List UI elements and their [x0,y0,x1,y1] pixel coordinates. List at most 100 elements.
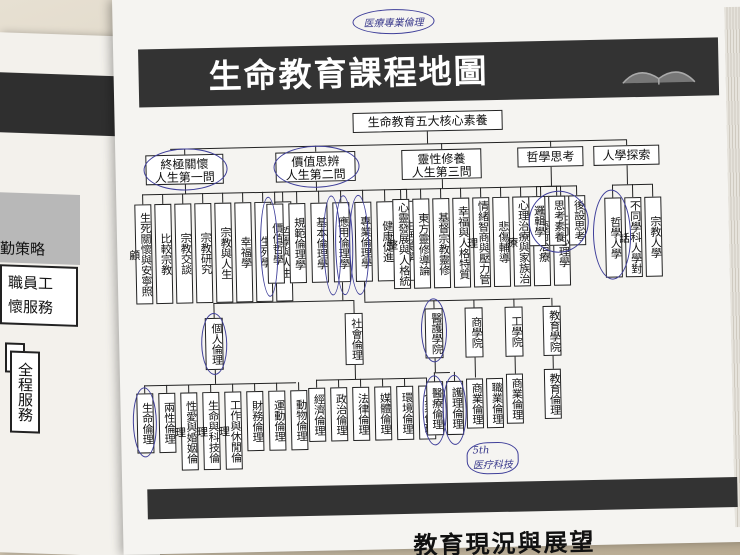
connector-line [513,298,515,307]
connector-line [384,189,386,202]
course-p3-5: 情緒智商與壓力管理 [466,197,492,288]
course-p2-2: 規範倫理學 [288,202,307,284]
handwritten-circle-10 [132,387,158,458]
pillar-node-4: 哲學思考 [517,146,584,168]
connector-line [440,188,442,199]
connector-line [188,384,190,393]
connector-line [262,191,264,202]
connector-line [296,191,298,204]
connector-line [441,179,444,189]
connector-line [315,379,318,388]
school-ethics-course-6: 教育倫理 [543,368,562,420]
connector-line [426,131,429,144]
course-p1-5: 宗教與人生 [214,202,234,303]
personal-ethics-course-5: 工作與休閒倫理 [217,391,243,470]
next-section-title: 教育現況與展望 [413,527,596,555]
course-p1-1: 生死關懷與安寧照顧 [128,204,154,305]
connector-line [400,188,402,200]
course-p1-6: 幸福學 [234,202,254,303]
pillar-node-3: 靈性修養 人生第三問 [401,148,482,180]
social-ethics-course-3: 法律倫理 [352,386,371,442]
school-node-4: 教育學院 [542,305,562,357]
social-ethics-course-2: 政治倫理 [330,387,349,442]
connector-line [474,357,477,378]
course-p3-1: 心靈發展與人格統整 [386,198,412,290]
connector-line [550,166,553,186]
handwritten-circle-1 [143,147,228,192]
connector-line [631,184,634,198]
connector-line [282,191,284,202]
left-service-box: 職員工 懷服務 [0,264,78,327]
document-page: 生命教育課程地圖 生命教育五大核心素養終極關懷 人生第一問價值思辨 人生第二問靈… [112,0,740,555]
social-ethics-course-5: 環境倫理 [396,385,415,441]
connector-line [202,193,204,204]
connector-line [381,378,384,387]
connector-line [354,364,357,379]
left-vertical-box: 全程服務 [10,350,40,434]
connector-line [359,378,362,387]
connector-line [420,188,422,199]
connector-line [433,372,450,374]
connector-line [222,192,224,203]
course-p3-3: 基督宗教靈修 [432,197,452,289]
personal-ethics-course-6: 財務倫理 [246,390,265,452]
connector-line [142,194,144,205]
connector-line [274,191,276,204]
connector-line [364,297,551,304]
connector-line [539,186,542,197]
left-title-bar [0,72,120,137]
connector-line [403,377,406,386]
connector-line [499,186,502,197]
course-p1-4: 宗教研究 [194,202,214,304]
connector-line [480,187,482,198]
connector-line [276,382,278,391]
connector-line [232,383,234,392]
handwritten-circle-13 [441,374,468,446]
connector-line [551,297,553,306]
connector-line [473,299,475,308]
connector-line [519,186,522,197]
connector-line [626,165,629,185]
connector-line [166,384,168,393]
connector-line [210,384,212,393]
school-node-2: 商學院 [464,307,484,358]
social-ethics-node: 社會倫理 [344,312,364,366]
personal-ethics-course-2: 兩性倫理 [158,392,177,454]
connector-line [298,382,300,391]
handwritten-circle-11 [420,298,448,363]
social-ethics-course-4: 媒體倫理 [374,386,393,441]
left-strategy-text: 勤策略 [0,239,46,259]
course-p3-2: 東方靈修導論 [412,198,432,289]
connector-line [242,192,244,203]
connector-line [162,193,164,204]
school-node-3: 工學院 [504,306,524,357]
open-book-icon [622,71,696,85]
title-bar: 生命教育課程地圖 [138,37,720,108]
connector-line [318,190,320,203]
connector-line [182,193,184,204]
connector-line [315,377,427,382]
personal-ethics-course-8: 動物倫理 [290,389,309,451]
course-p5-3: 宗教人學 [644,196,663,277]
connector-line [460,187,462,198]
pillar-node-5: 人學探索 [593,144,660,166]
handwritten-circle-9 [200,312,228,376]
connector-line [514,356,517,374]
left-service-text: 職員工 懷服務 [8,273,54,318]
connector-line [254,383,256,392]
connector-line [651,183,654,197]
connector-line [353,299,355,314]
personal-ethics-course-7: 運動倫理 [268,390,287,451]
course-p1-3: 宗教交談 [174,203,194,304]
course-p1-2: 比較宗教 [154,203,174,305]
root-node: 生命教育五大核心素養 [352,109,503,133]
connector-line [552,355,555,369]
connector-line [535,186,538,197]
connector-line [337,379,340,388]
curriculum-map: 生命教育五大核心素養終極關懷 人生第一問價值思辨 人生第二問靈性修養 人生第三問… [112,0,740,555]
connector-line [213,300,354,305]
connector-line [575,185,578,196]
school-ethics-course-5: 商業倫理 [505,373,524,424]
social-ethics-course-1: 經濟倫理 [308,387,327,442]
handwritten-circle-2 [273,144,360,189]
